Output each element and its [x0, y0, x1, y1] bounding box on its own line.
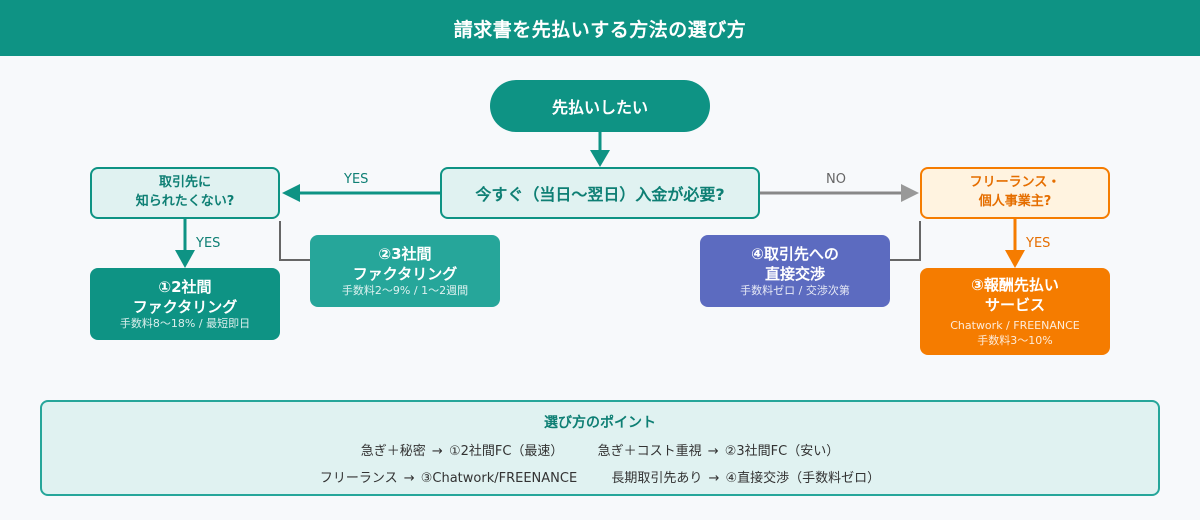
- result-title: ③報酬先払い: [971, 275, 1059, 294]
- page-title: 請求書を先払いする方法の選び方: [0, 0, 1200, 56]
- start-node: 先払いしたい: [490, 80, 710, 132]
- result-three-party-factoring: ②3社間 ファクタリング 手数料2〜9% / 1〜2週間: [310, 235, 500, 307]
- points-row-1: 急ぎ＋秘密 → ①2社間FC（最速） 急ぎ＋コスト重視 → ②3社間FC（安い）: [42, 440, 1158, 459]
- question-secret-line2: 知られたくない?: [135, 194, 235, 209]
- result-title: 直接交渉: [764, 264, 825, 283]
- yes-label-left: YES: [196, 236, 221, 251]
- result-detail: 手数料3〜10%: [977, 333, 1053, 347]
- question-urgent-label: 今すぐ（当日〜翌日）入金が必要?: [475, 185, 725, 204]
- result-detail: 手数料ゼロ / 交渉次第: [740, 284, 850, 298]
- no-label-main: NO: [826, 172, 846, 187]
- point-item: 長期取引先あり → ④直接交渉（手数料ゼロ）: [611, 471, 881, 486]
- question-freelance-line2: 個人事業主?: [978, 194, 1052, 209]
- question-secret: 取引先に 知られたくない?: [90, 167, 280, 219]
- question-freelance-line1: フリーランス・: [969, 175, 1061, 191]
- result-detail: 手数料8〜18% / 最短即日: [119, 317, 251, 331]
- yes-label-main: YES: [344, 172, 369, 187]
- result-detail: 手数料2〜9% / 1〜2週間: [341, 284, 469, 298]
- result-title: ②3社間: [378, 244, 432, 263]
- result-detail: Chatwork / FREENANCE: [950, 319, 1080, 333]
- result-title: ④取引先への: [751, 244, 839, 263]
- point-item: 急ぎ＋秘密 → ①2社間FC（最速）: [360, 444, 564, 459]
- points-row-2: フリーランス → ③Chatwork/FREENANCE 長期取引先あり → ④…: [42, 467, 1158, 486]
- point-item: 急ぎ＋コスト重視 → ②3社間FC（安い）: [597, 444, 840, 459]
- question-freelance: フリーランス・ 個人事業主?: [920, 167, 1110, 219]
- question-secret-line1: 取引先に: [158, 175, 211, 191]
- start-label: 先払いしたい: [551, 98, 648, 117]
- selection-points-panel: 選び方のポイント 急ぎ＋秘密 → ①2社間FC（最速） 急ぎ＋コスト重視 → ②…: [40, 400, 1160, 496]
- yes-label-right: YES: [1026, 236, 1051, 251]
- points-title: 選び方のポイント: [544, 415, 656, 431]
- result-two-party-factoring: ①2社間 ファクタリング 手数料8〜18% / 最短即日: [90, 268, 280, 340]
- result-title: ファクタリング: [352, 264, 458, 283]
- result-prepay-service: ③報酬先払い サービス Chatwork / FREENANCE 手数料3〜10…: [920, 268, 1110, 355]
- result-title: ファクタリング: [132, 297, 238, 316]
- question-urgent: 今すぐ（当日〜翌日）入金が必要?: [440, 167, 760, 219]
- result-direct-negotiation: ④取引先への 直接交渉 手数料ゼロ / 交渉次第: [700, 235, 890, 307]
- point-item: フリーランス → ③Chatwork/FREENANCE: [319, 471, 578, 486]
- result-title: サービス: [984, 296, 1045, 315]
- result-title: ①2社間: [158, 277, 212, 296]
